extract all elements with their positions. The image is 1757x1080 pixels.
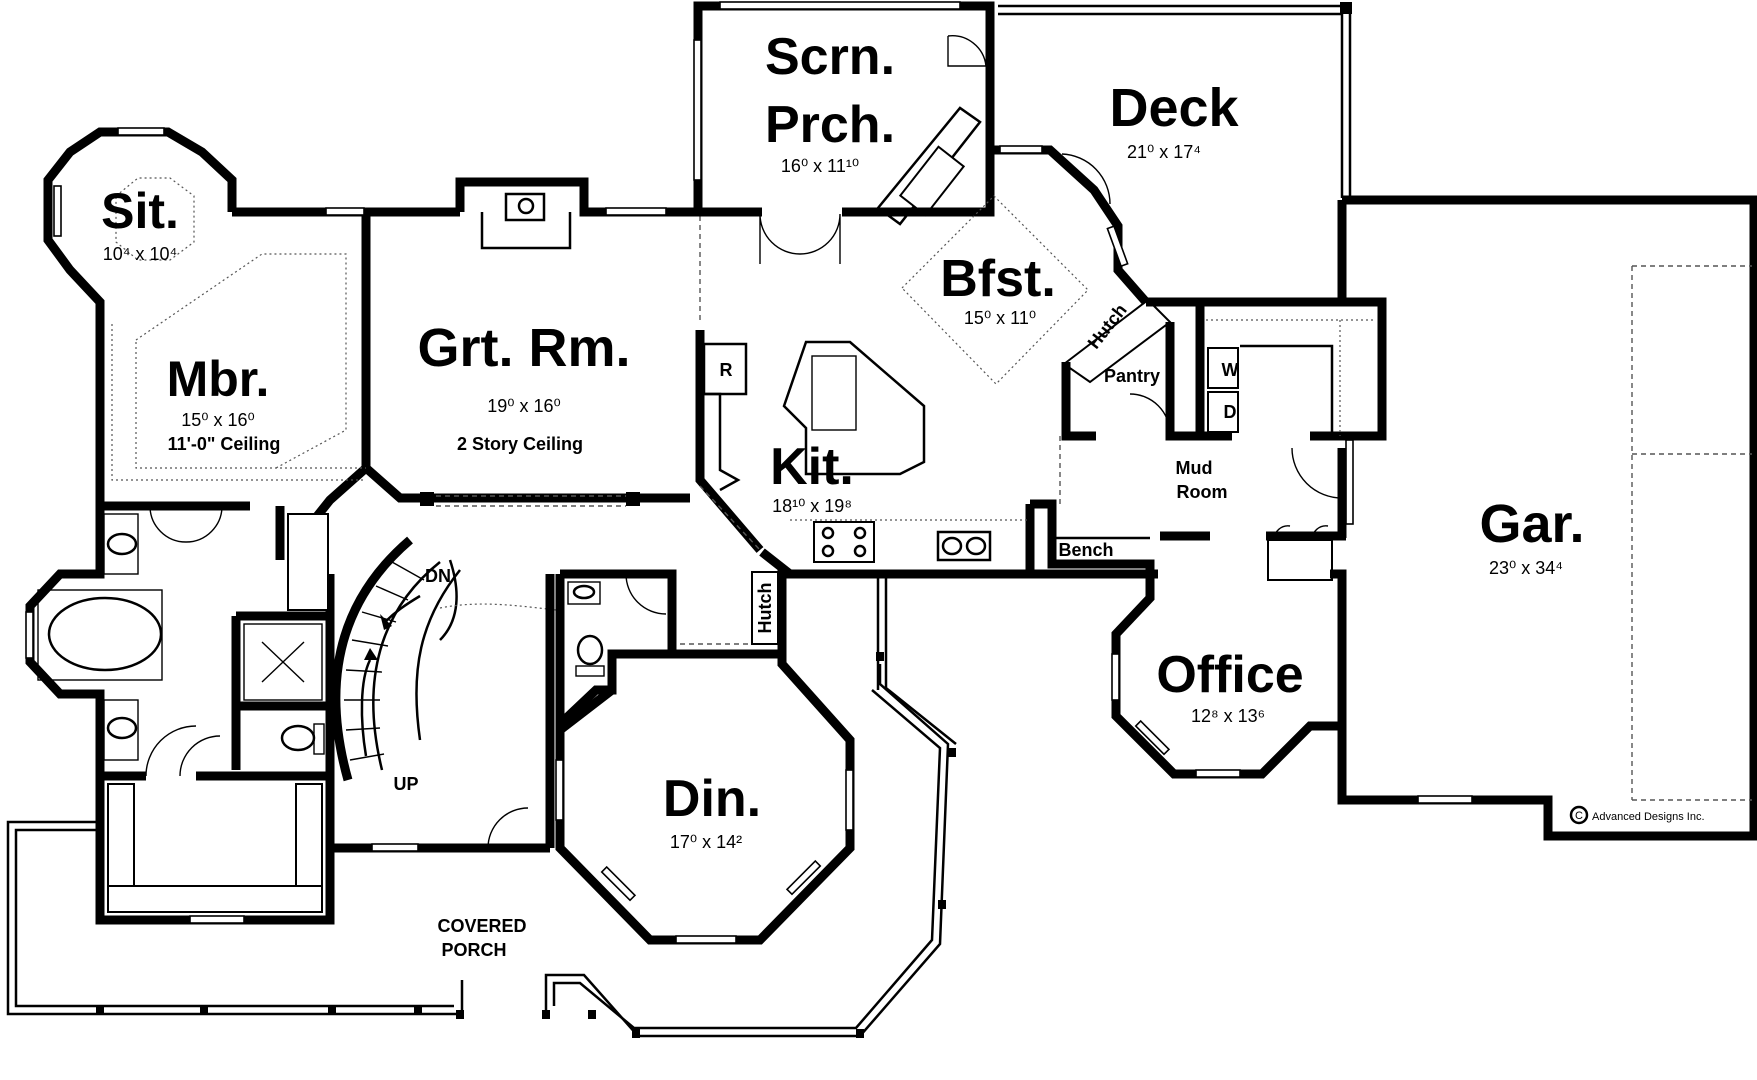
copyright-icon (1569, 805, 1589, 825)
porch-label-1: COVERED (437, 916, 526, 936)
office-name: Office (1156, 646, 1303, 704)
sit-name: Sit. (101, 183, 179, 239)
bfst-name: Bfst. (940, 250, 1056, 308)
mbr-name: Mbr. (167, 351, 270, 407)
garage (1337, 195, 1757, 841)
scrn-name-1: Scrn. (765, 28, 895, 86)
scrn-dim: 16⁰ x 11¹⁰ (781, 156, 859, 176)
screen-porch (693, 1, 995, 264)
mud-label-1: Mud (1176, 458, 1213, 478)
grt-dim: 19⁰ x 16⁰ (487, 396, 560, 416)
gar-name: Gar. (1479, 494, 1584, 554)
stair-down-label: DN (425, 566, 451, 586)
great-room (331, 177, 760, 852)
deck-name: Deck (1109, 78, 1239, 138)
grt-name: Grt. Rm. (417, 318, 630, 378)
washer-label: W (1222, 360, 1239, 380)
small-labels: Pantry Hutch Hutch Mud Room Bench W D R … (393, 300, 1704, 960)
copyright-text: Advanced Designs Inc. (1592, 811, 1705, 823)
kit-dim: 18¹⁰ x 19⁸ (772, 496, 852, 516)
dining-room (555, 569, 855, 945)
fridge-label: R (720, 360, 733, 380)
hutch-kit-label: Hutch (755, 583, 775, 634)
kit-name: Kit. (770, 438, 854, 496)
mbr-dim: 15⁰ x 16⁰ (181, 410, 254, 430)
kitchen (695, 145, 1172, 645)
deck (998, 2, 1352, 198)
sit-dim: 10⁴ x 10⁴ (103, 244, 178, 264)
dryer-label: D (1224, 402, 1237, 422)
bfst-dim: 15⁰ x 11⁰ (964, 308, 1036, 328)
master-wing (25, 127, 690, 925)
copyright-symbol: C (1575, 810, 1583, 822)
stair-up-label: UP (393, 774, 418, 794)
gar-dim: 23⁰ x 34⁴ (1489, 558, 1563, 578)
scrn-name-2: Prch. (765, 96, 895, 154)
porch-label-2: PORCH (441, 940, 506, 960)
room-labels: Sit. 10⁴ x 10⁴ Mbr. 15⁰ x 16⁰ 11'-0" Cei… (101, 28, 1584, 852)
din-dim: 17⁰ x 14² (670, 832, 742, 852)
pantry-label: Pantry (1104, 366, 1160, 386)
deck-dim: 21⁰ x 17⁴ (1127, 142, 1201, 162)
covered-porch-railing (6, 572, 957, 1038)
office-dim: 12⁸ x 13⁶ (1191, 706, 1265, 726)
mud-room (1030, 297, 1387, 581)
grt-note: 2 Story Ceiling (457, 434, 583, 454)
mud-label-2: Room (1177, 482, 1228, 502)
din-name: Din. (663, 770, 761, 828)
bench-label: Bench (1058, 540, 1113, 560)
mbr-note: 11'-0" Ceiling (168, 434, 281, 454)
